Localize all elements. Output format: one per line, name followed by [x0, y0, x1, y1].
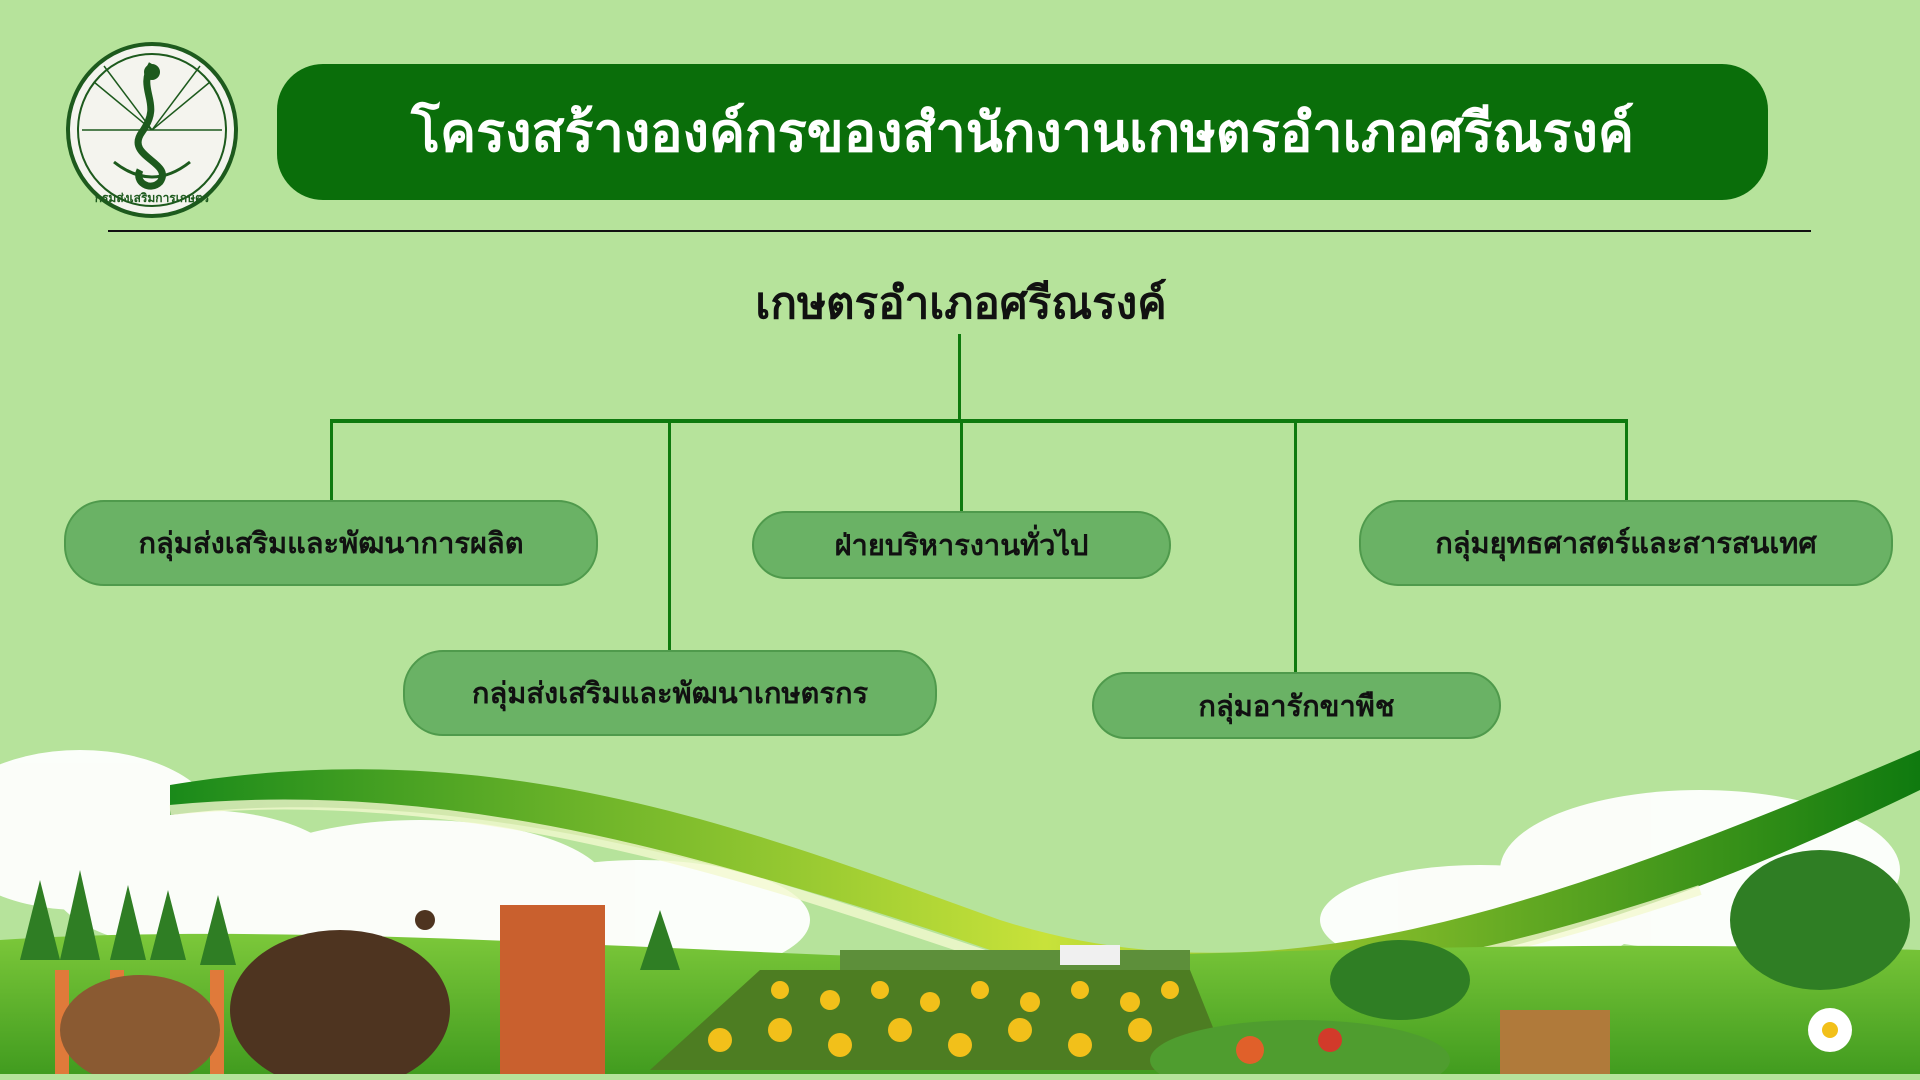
connector-unit-3: [960, 421, 963, 512]
connector-root: [958, 334, 961, 422]
org-unit-farmers: กลุ่มส่งเสริมและพัฒนาเกษตรกร: [403, 650, 937, 736]
org-unit-label: กลุ่มอารักขาพืช: [1198, 688, 1395, 723]
connector-unit-1: [330, 421, 333, 501]
org-unit-strategy: กลุ่มยุทธศาสตร์และสารสนเทศ: [1359, 500, 1893, 586]
trees: [20, 850, 1910, 1020]
org-unit-label: กลุ่มส่งเสริมและพัฒนาการผลิต: [138, 526, 524, 560]
connector-bus: [330, 419, 1628, 423]
org-unit-plant-protection: กลุ่มอารักขาพืช: [1092, 672, 1501, 739]
green-swoosh: [170, 750, 1920, 985]
divider-line: [108, 230, 1811, 232]
org-unit-label: กลุ่มส่งเสริมและพัฒนาเกษตรกร: [471, 676, 869, 710]
org-unit-label: ฝ่ายบริหารงานทั่วไป: [834, 528, 1089, 562]
title-banner: โครงสร้างองค์กรของสำนักงานเกษตรอำเภอศรีณ…: [277, 64, 1768, 200]
seal-text: กรมส่งเสริมการเกษตร: [95, 191, 210, 205]
org-unit-production: กลุ่มส่งเสริมและพัฒนาการผลิต: [64, 500, 598, 586]
connector-unit-5: [1625, 421, 1628, 501]
org-unit-administration: ฝ่ายบริหารงานทั่วไป: [752, 511, 1171, 579]
org-root-label: เกษตรอำเภอศรีณรงค์: [755, 278, 1167, 329]
agriculture-scenery-banner: [0, 750, 1920, 1080]
sunflower-field: [650, 970, 1230, 1070]
org-unit-label: กลุ่มยุทธศาสตร์และสารสนเทศ: [1435, 526, 1817, 560]
elephants-and-temple: [55, 905, 605, 1080]
connector-unit-4: [1294, 421, 1297, 673]
vegetables-basket: [1150, 1008, 1852, 1080]
department-seal-logo: กรมส่งเสริมการเกษตร: [66, 42, 238, 218]
connector-unit-2: [668, 421, 671, 651]
page-title: โครงสร้างองค์กรของสำนักงานเกษตรอำเภอศรีณ…: [411, 101, 1634, 164]
